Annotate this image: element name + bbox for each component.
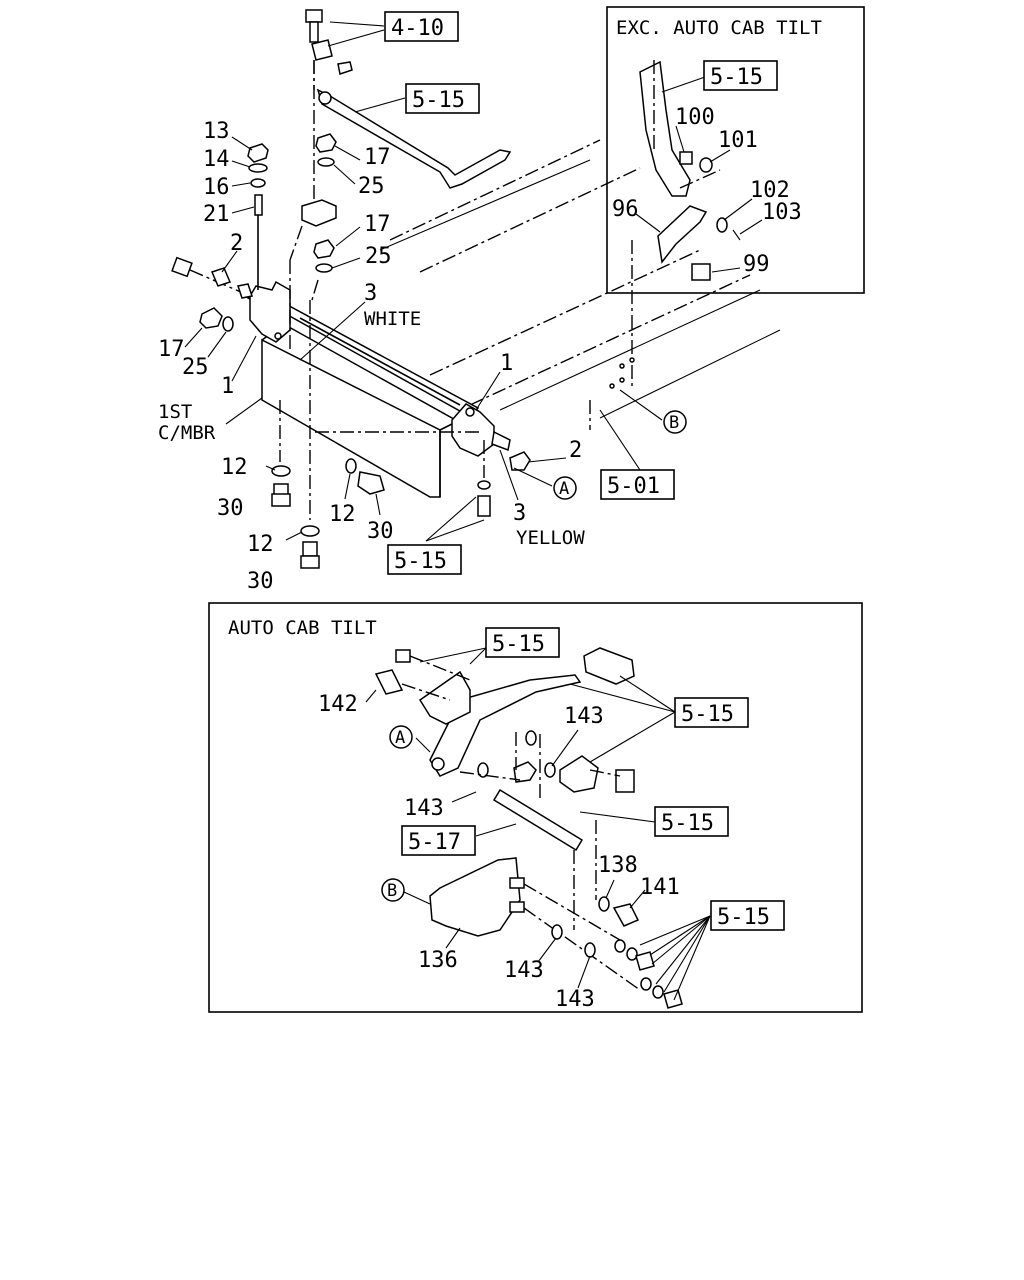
ref-5-15-d: 5-15: [492, 632, 545, 657]
part-13: 13: [203, 119, 230, 144]
part-101: 101: [718, 128, 758, 153]
ref-5-15-a: 5-15: [412, 88, 465, 113]
part-102: 102: [750, 178, 790, 203]
part-17-c: 17: [158, 337, 185, 362]
part-142: 142: [318, 692, 358, 717]
exc-auto-cab-tilt-title: EXC. AUTO CAB TILT: [616, 17, 822, 39]
part-25-b: 25: [365, 244, 392, 269]
part-3-white: 3: [364, 281, 377, 306]
part-143-a: 143: [564, 704, 604, 729]
auto-cab-tilt-panel: [208, 602, 863, 1013]
ref-box-5-15-b: [703, 60, 778, 91]
ref-box-5-15-a: [405, 83, 480, 114]
ref-box-5-15-g: [710, 900, 785, 931]
part-143-b: 143: [404, 796, 444, 821]
ref-5-15-e: 5-15: [681, 702, 734, 727]
part-3-yellow: 3: [513, 501, 526, 526]
part-17-b: 17: [364, 212, 391, 237]
ref-box-5-15-c: [387, 544, 462, 575]
callout-b-top: [663, 410, 687, 434]
callout-b-bottom: [381, 878, 405, 902]
callout-a-bottom: [389, 725, 413, 749]
part-96: 96: [612, 197, 639, 222]
left-bolt: [171, 256, 253, 299]
part-2-left: 2: [230, 231, 243, 256]
white-label: WHITE: [364, 308, 421, 330]
exc-tilt-parts: [635, 60, 763, 281]
stabilizer-bar: [316, 61, 512, 189]
ref-box-5-15-e: [674, 697, 749, 728]
part-143-c: 143: [504, 958, 544, 983]
part-17-a: 17: [364, 145, 391, 170]
exc-auto-cab-tilt-panel: [606, 6, 865, 294]
left-nut-washer: [199, 307, 234, 332]
part-30-c: 30: [247, 569, 274, 594]
part-30-a: 30: [217, 496, 244, 521]
cross-member-label-1: 1ST: [158, 401, 192, 423]
callout-a-bottom-label: A: [395, 728, 405, 748]
lower-bolts: [271, 300, 491, 569]
part-99: 99: [743, 252, 770, 277]
auto-cab-tilt-title: AUTO CAB TILT: [228, 617, 377, 639]
ref-box-5-01: [600, 469, 675, 500]
ref-5-01: 5-01: [607, 474, 660, 499]
top-bolt: [305, 9, 333, 90]
part-136: 136: [418, 948, 458, 973]
nut-washer-pairs: [289, 60, 337, 350]
part-16: 16: [203, 175, 230, 200]
auto-tilt-parts: [365, 647, 711, 1009]
callout-a-top: [553, 476, 577, 500]
ref-box-5-17: [401, 825, 476, 856]
stud-stack: [247, 143, 269, 290]
left-bracket: [249, 280, 291, 343]
right-bushing: [509, 400, 591, 471]
right-bracket: [451, 403, 511, 457]
ref-box-5-15-d: [485, 627, 560, 658]
part-12-b: 12: [329, 502, 356, 527]
part-100: 100: [675, 105, 715, 130]
part-30-b: 30: [367, 519, 394, 544]
ref-box-4-10: [384, 11, 459, 42]
part-2-right: 2: [569, 438, 582, 463]
leader-lines-top: [184, 21, 663, 542]
ref-5-15-b: 5-15: [710, 65, 763, 90]
callout-a-top-label: A: [559, 479, 569, 499]
callout-b-bottom-label: B: [387, 881, 397, 901]
part-14: 14: [203, 147, 230, 172]
ref-5-15-f: 5-15: [661, 811, 714, 836]
part-21: 21: [203, 202, 230, 227]
ref-4-10: 4-10: [391, 16, 444, 41]
ref-box-5-15-f: [654, 806, 729, 837]
part-25-c: 25: [182, 355, 209, 380]
part-103: 103: [762, 200, 802, 225]
yellow-label: YELLOW: [516, 527, 585, 549]
part-141: 141: [640, 875, 680, 900]
part-25-a: 25: [358, 174, 385, 199]
part-12-c: 12: [247, 532, 274, 557]
part-1-right: 1: [500, 351, 513, 376]
ref-5-17: 5-17: [408, 830, 461, 855]
ref-5-15-g: 5-15: [717, 905, 770, 930]
cross-member-label-2: C/MBR: [158, 422, 216, 444]
frame-rails: [379, 139, 781, 419]
ref-5-15-c: 5-15: [394, 549, 447, 574]
part-138: 138: [598, 853, 638, 878]
part-143-d: 143: [555, 987, 595, 1012]
part-12-a: 12: [221, 455, 248, 480]
part-1-left: 1: [221, 374, 234, 399]
callout-b-top-label: B: [669, 413, 679, 433]
